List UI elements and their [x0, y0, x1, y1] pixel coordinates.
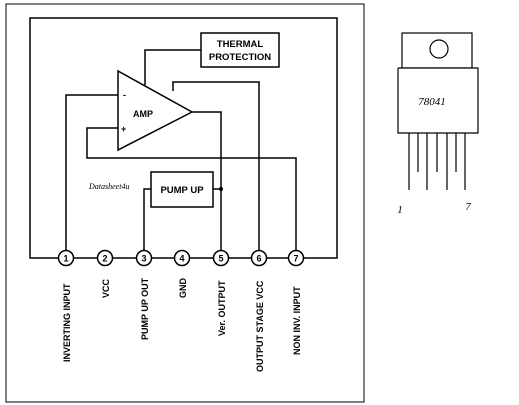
package-drawing: 78041 1 7: [397, 32, 479, 216]
mounting-hole: [429, 39, 449, 59]
pin-4: 4: [173, 249, 191, 267]
pin-3: 3: [135, 249, 153, 267]
pin7-label: NON INV. INPUT: [292, 286, 302, 355]
package-body: [397, 67, 479, 134]
svg-text:3: 3: [141, 254, 146, 264]
ic-boundary: [29, 17, 338, 259]
pin-2: 2: [96, 249, 114, 267]
amp-label: AMP: [133, 109, 153, 119]
svg-text:4: 4: [179, 254, 184, 264]
thermal-to-amp-wire: [144, 49, 201, 85]
pin-1: 1: [57, 249, 75, 267]
amp-triangle: [117, 69, 194, 152]
pin-5: 5: [212, 249, 230, 267]
pin1-label: INVERTING INPUT: [62, 283, 72, 362]
package-pin-last: 7: [465, 201, 471, 213]
pin4-label: GND: [178, 278, 188, 299]
junction-dot: [219, 187, 223, 191]
inverting-sign: -: [123, 90, 126, 100]
pin-7: 7: [287, 249, 305, 267]
package-leads: [408, 133, 466, 190]
package-pin-first: 1: [397, 204, 403, 216]
pin5-wire: [192, 111, 222, 250]
diagram-frame: [5, 3, 365, 403]
pin2-label: VCC: [101, 278, 111, 298]
pin7-wire: [86, 127, 297, 250]
pin1-wire: [65, 94, 118, 250]
svg-text:2: 2: [102, 254, 107, 264]
part-number: 78041: [418, 96, 446, 108]
pin6-wire: [172, 81, 260, 250]
svg-text:5: 5: [218, 254, 223, 264]
pin5-label: Ver. OUTPUT: [217, 280, 227, 336]
svg-text:7: 7: [293, 254, 298, 264]
pump-up-label: PUMP UP: [160, 185, 204, 196]
pin6-label: OUTPUT STAGE VCC: [255, 280, 265, 372]
watermark-text: Datasheet4u: [88, 182, 129, 191]
svg-text:1: 1: [63, 254, 68, 264]
pin-6: 6: [250, 249, 268, 267]
pin3-label: PUMP UP OUT: [140, 277, 150, 340]
thermal-label-line1: THERMAL: [217, 39, 264, 50]
svg-text:6: 6: [256, 254, 261, 264]
thermal-label-line2: PROTECTION: [209, 52, 271, 63]
pin3-wire: [143, 188, 151, 250]
noninverting-sign: +: [121, 124, 126, 134]
